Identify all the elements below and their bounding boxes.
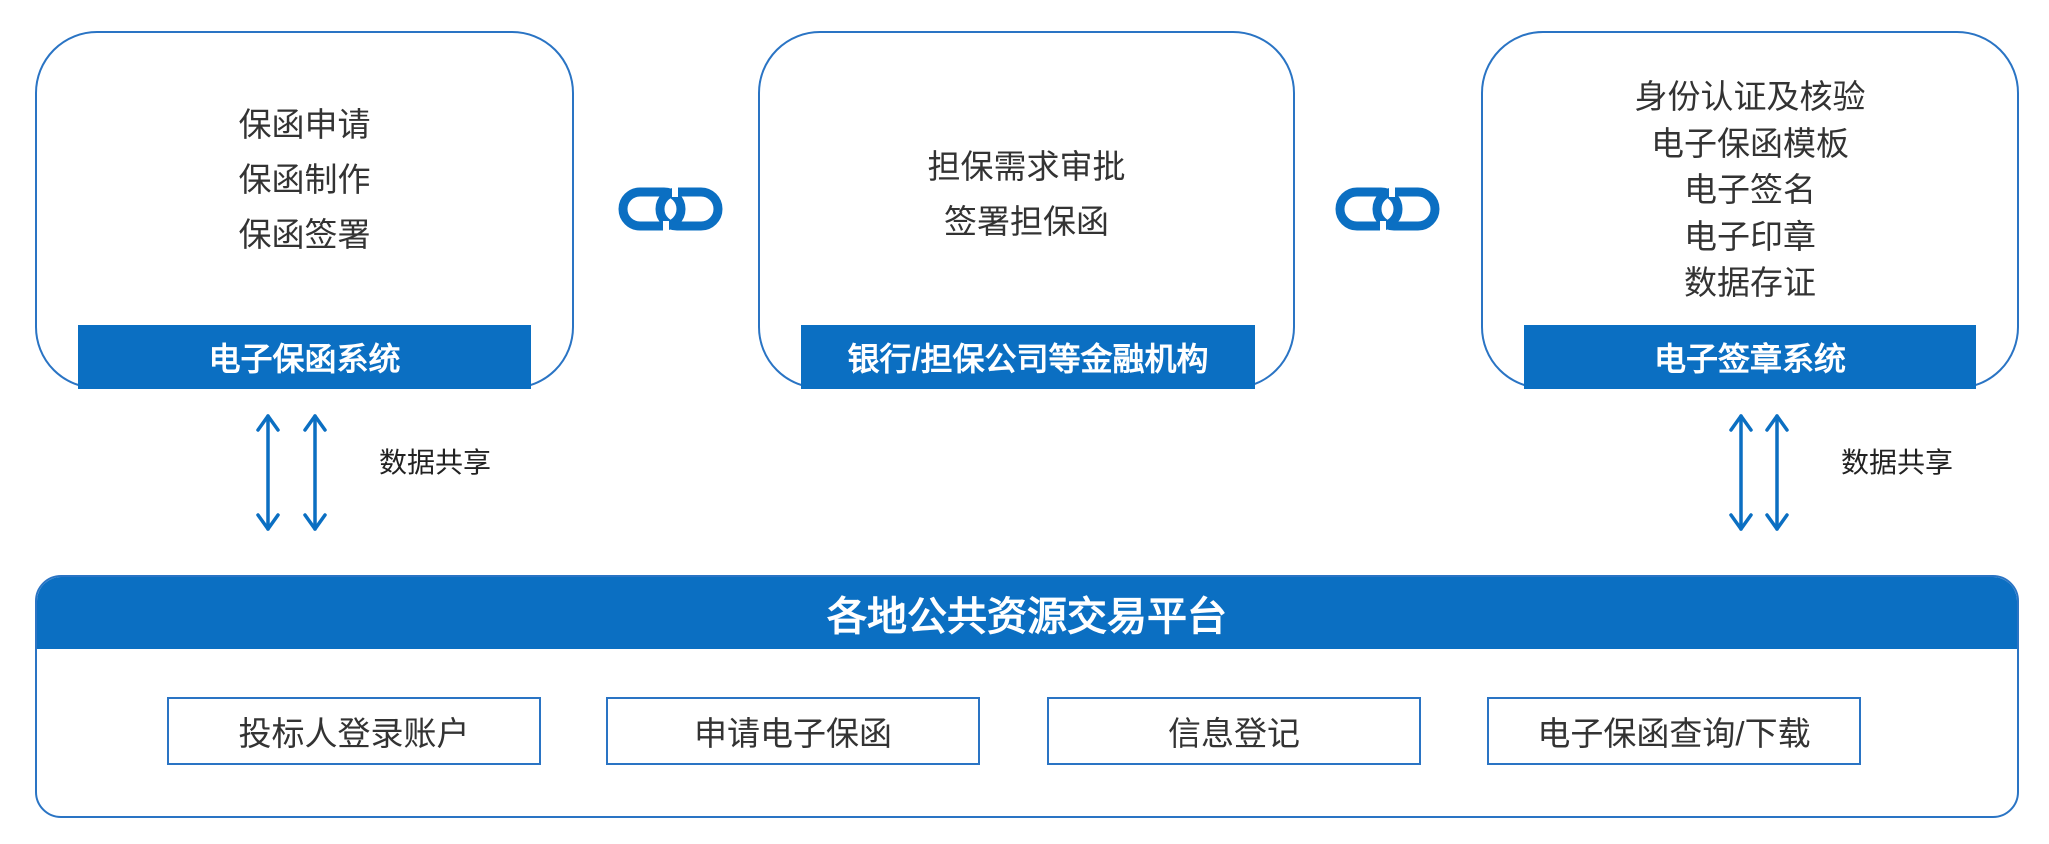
- e-guarantee-system-items: 保函申请 保函制作 保函签署: [35, 97, 574, 262]
- function-query-download: 电子保函查询/下载: [1487, 697, 1861, 765]
- chain-link-icon: [1335, 187, 1440, 231]
- item-guarantee-apply: 保函申请: [238, 106, 371, 143]
- item-identity-verification: 身份认证及核验: [1634, 78, 1866, 115]
- financial-institution-label: 银行/担保公司等金融机构: [801, 325, 1255, 389]
- function-bidder-login: 投标人登录账户: [167, 697, 541, 765]
- function-apply-e-guarantee: 申请电子保函: [606, 697, 980, 765]
- item-guarantee-approval: 担保需求审批: [927, 148, 1126, 185]
- platform-title: 各地公共资源交易平台: [37, 577, 2017, 649]
- item-e-signature: 电子签名: [1684, 171, 1816, 208]
- chain-link-icon: [618, 187, 723, 231]
- item-guarantee-make: 保函制作: [238, 161, 371, 198]
- e-guarantee-system-label: 电子保函系统: [78, 325, 531, 389]
- e-signature-system-items: 身份认证及核验 电子保函模板 电子签名 电子印章 数据存证: [1481, 74, 2019, 307]
- item-sign-guarantee-letter: 签署担保函: [944, 203, 1109, 240]
- public-resource-platform: 各地公共资源交易平台: [35, 575, 2019, 818]
- item-data-evidence: 数据存证: [1684, 264, 1816, 301]
- bidirectional-arrows-right: [1729, 414, 1789, 531]
- item-guarantee-sign: 保函签署: [238, 216, 371, 253]
- financial-institution-items: 担保需求审批 签署担保函: [758, 139, 1295, 249]
- data-share-label-left: 数据共享: [379, 447, 492, 478]
- bidirectional-arrows-left: [256, 414, 327, 531]
- item-e-seal: 电子印章: [1684, 217, 1816, 255]
- item-guarantee-template: 电子保函模板: [1651, 124, 1849, 162]
- function-info-registration: 信息登记: [1047, 697, 1421, 765]
- data-share-label-right: 数据共享: [1841, 447, 1954, 478]
- e-signature-system-label: 电子签章系统: [1524, 325, 1976, 389]
